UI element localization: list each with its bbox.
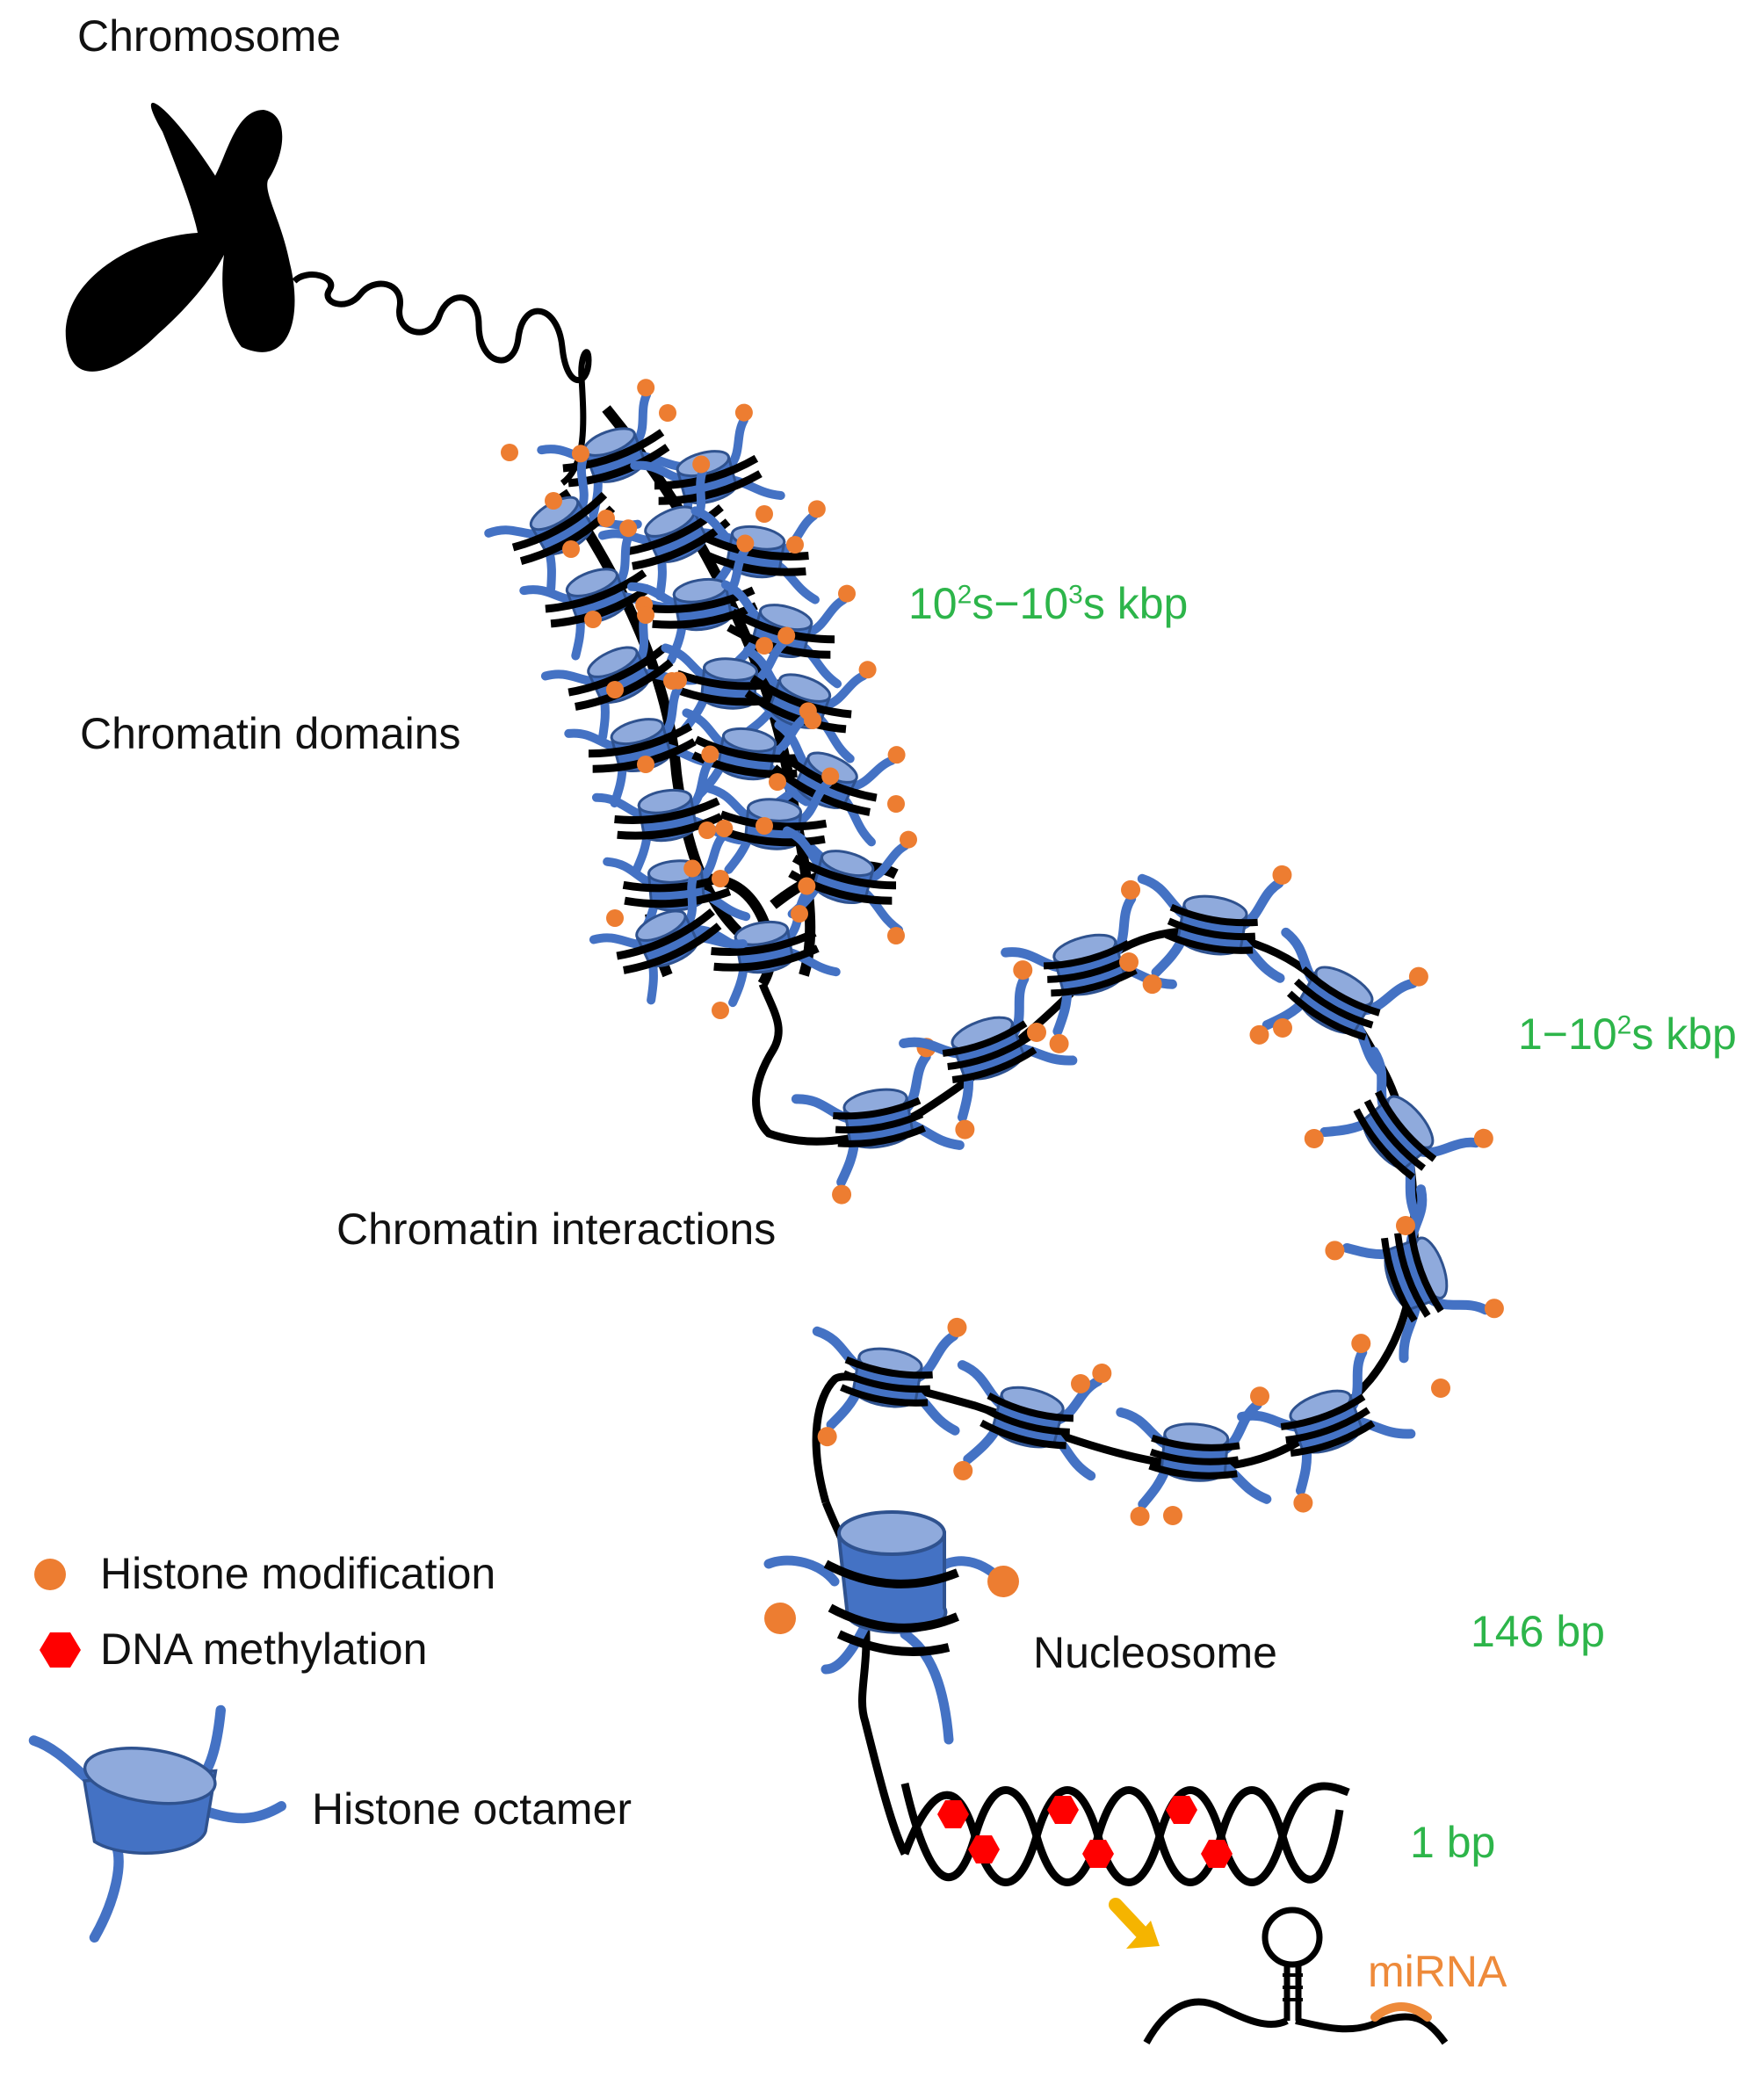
mirna-label: miRNA bbox=[1368, 1947, 1507, 1996]
chromatin-interaction-loop bbox=[752, 842, 1509, 1537]
legend-histone-octamer-icon bbox=[28, 1704, 286, 1943]
interactions-scale-label: 1−102s kbp bbox=[1518, 1009, 1737, 1059]
domains-scale-label: 102s−103s kbp bbox=[908, 579, 1189, 628]
chromatin-domains-cluster bbox=[473, 374, 924, 1019]
chromatin-interactions-label: Chromatin interactions bbox=[336, 1205, 777, 1254]
legend-dna-methylation-label: DNA methylation bbox=[100, 1625, 428, 1674]
nucleosome-scale-label: 146 bp bbox=[1471, 1607, 1605, 1656]
dna-scale-label: 1 bp bbox=[1410, 1818, 1496, 1867]
chromosome-shape bbox=[65, 103, 592, 486]
dna-helix bbox=[900, 1782, 1350, 1886]
chromosome-label: Chromosome bbox=[77, 11, 342, 61]
legend-histone-modification-label: Histone modification bbox=[100, 1549, 496, 1598]
mirna-hairpin bbox=[1143, 1907, 1449, 2045]
nucleosome-label: Nucleosome bbox=[1033, 1628, 1277, 1677]
chromatin-domains-label: Chromatin domains bbox=[80, 709, 461, 758]
legend-dna-methylation-icon bbox=[40, 1632, 81, 1668]
legend-histone-modification-icon bbox=[34, 1559, 66, 1590]
nucleosome-shape bbox=[763, 1501, 1019, 1856]
legend-histone-octamer-label: Histone octamer bbox=[312, 1784, 633, 1834]
transcription-arrow bbox=[1109, 1898, 1160, 1949]
